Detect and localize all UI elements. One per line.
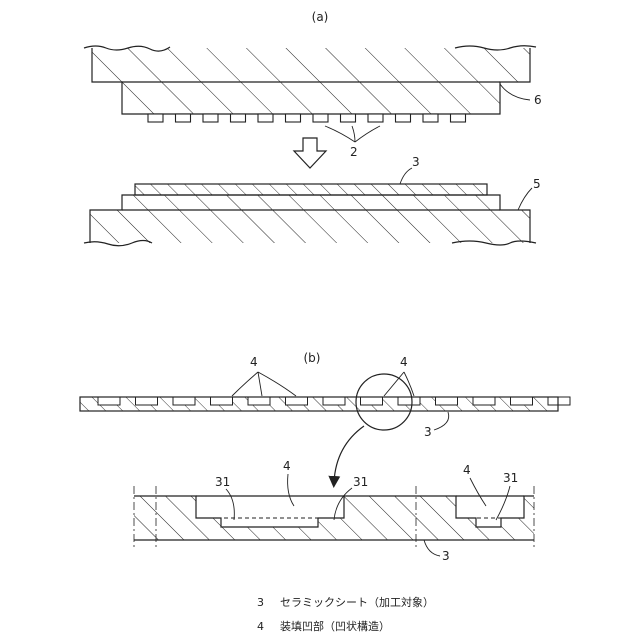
recess xyxy=(98,397,120,405)
label-4-detail-right: 4 xyxy=(463,463,471,477)
leader-4-detail xyxy=(288,474,294,506)
label-2: 2 xyxy=(350,145,358,159)
recess xyxy=(548,397,570,405)
leader-31-left xyxy=(226,489,234,520)
label-31-left: 31 xyxy=(215,475,230,489)
label-4-right: 4 xyxy=(400,355,408,369)
leader-3-detail xyxy=(424,540,440,556)
label-3b: 3 xyxy=(424,425,432,439)
ceramic-sheet xyxy=(135,184,487,195)
protrusion xyxy=(203,114,218,122)
label-3a: 3 xyxy=(412,155,420,169)
protrusion xyxy=(286,114,301,122)
leader-4-detail-right xyxy=(470,478,486,506)
recess xyxy=(511,397,533,405)
protrusion xyxy=(176,114,191,122)
recess xyxy=(248,397,270,405)
lower-stage xyxy=(84,195,536,246)
leader-3b xyxy=(434,412,449,430)
leader-5 xyxy=(518,188,532,210)
caption-a: (a) xyxy=(312,10,329,24)
recess xyxy=(323,397,345,405)
leader-4-left xyxy=(232,372,296,396)
protrusion xyxy=(396,114,411,122)
leader-3a xyxy=(400,168,412,184)
label-6: 6 xyxy=(534,93,542,107)
recess xyxy=(436,397,458,405)
label-4-left: 4 xyxy=(250,355,258,369)
recess xyxy=(398,397,420,405)
sheet-with-recesses xyxy=(80,397,570,411)
recess xyxy=(211,397,233,405)
protrusion xyxy=(423,114,438,122)
protrusion xyxy=(231,114,246,122)
protrusions xyxy=(148,114,466,122)
legend-text-4: 装填凹部（凹状構造） xyxy=(280,619,390,633)
press-arrow xyxy=(294,138,326,168)
protrusion xyxy=(148,114,163,122)
label-31-mid: 31 xyxy=(353,475,368,489)
legend-num-3: 3 xyxy=(257,596,264,609)
protrusion xyxy=(368,114,383,122)
label-31-right: 31 xyxy=(503,471,518,485)
protrusion xyxy=(341,114,356,122)
recess xyxy=(286,397,308,405)
label-5: 5 xyxy=(533,177,541,191)
recess xyxy=(361,397,383,405)
protrusion xyxy=(313,114,328,122)
legend-num-4: 4 xyxy=(257,620,264,633)
recess xyxy=(136,397,158,405)
recess xyxy=(173,397,195,405)
label-4-detail: 4 xyxy=(283,459,291,473)
label-3-detail: 3 xyxy=(442,549,450,563)
protrusion xyxy=(258,114,273,122)
legend: 3 セラミックシート（加工対象） 4 装填凹部（凹状構造） xyxy=(257,595,434,633)
leader-4-right xyxy=(384,372,414,396)
legend-text-3: セラミックシート（加工対象） xyxy=(280,595,434,609)
leader-6 xyxy=(500,84,530,100)
detail-arrow xyxy=(334,426,364,482)
protrusion xyxy=(451,114,466,122)
leader-31-right xyxy=(496,486,510,520)
caption-b: (b) xyxy=(304,351,321,365)
upper-mold xyxy=(84,46,536,114)
recess xyxy=(473,397,495,405)
leader-2 xyxy=(325,126,380,142)
